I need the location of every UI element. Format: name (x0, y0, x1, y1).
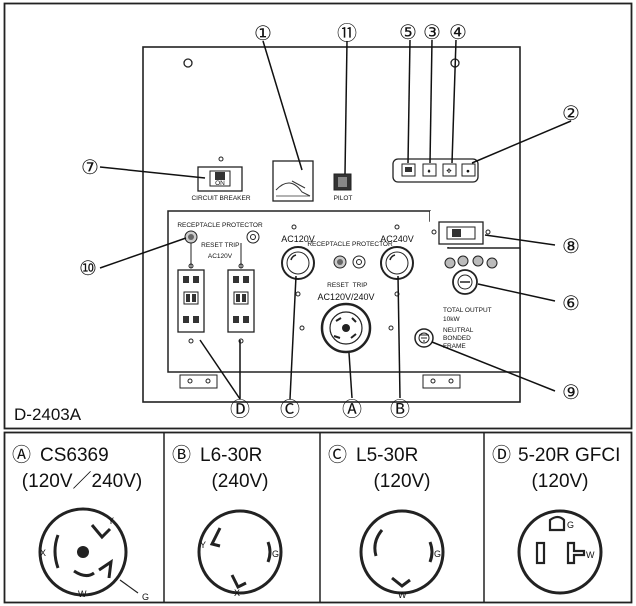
mounting-hole (183, 58, 193, 68)
svg-text:✥: ✥ (446, 167, 452, 175)
legend-d-model: 5-20R GFCI (518, 445, 620, 466)
total-output-breaker[interactable] (431, 221, 491, 245)
left-reset-label: RESET (201, 242, 223, 249)
panel-tab-left (179, 374, 218, 389)
legend-c-pin-w: W (398, 590, 407, 600)
cs6369-receptacle[interactable]: AC120V/240V (299, 292, 394, 354)
svg-text:♦: ♦ (427, 168, 431, 175)
left-ac120v-label: AC120V (208, 253, 233, 260)
l6-30r-receptacle[interactable]: AC240V (380, 224, 414, 297)
pilot-lamp: PILOT (333, 173, 353, 202)
svg-text:●: ● (466, 168, 470, 175)
callout-10: ⑩ (79, 258, 97, 280)
legend-c-pin-g: G (434, 549, 441, 559)
circuit-breaker[interactable]: ON CIRCUIT BREAKER (191, 156, 251, 202)
callout-a: Ⓐ (342, 398, 362, 421)
total-output-value: 10kW (443, 316, 460, 323)
legend-d-pin-w: W (586, 550, 595, 560)
callout-d: Ⓓ (230, 398, 250, 421)
generator-panel: ON CIRCUIT BREAKER PILOT ♦ ✥ ● (142, 46, 521, 403)
callout-1: ① (254, 23, 272, 45)
legend-b-pin-g: G (272, 549, 279, 559)
legend-d: Ⓓ 5-20R GFCI (120V) G W (492, 444, 620, 595)
callout-6: ⑥ (562, 293, 580, 315)
gfci-receptacle-2[interactable] (227, 243, 255, 344)
left-receptacle-protector[interactable]: RECEPTACLE PROTECTOR RESET TRIP AC120V (177, 222, 263, 260)
legend-c-model: L5-30R (356, 445, 418, 466)
upper-frame (3, 2, 633, 430)
circuit-breaker-label: CIRCUIT BREAKER (191, 195, 250, 202)
legend-b-model: L6-30R (200, 445, 262, 466)
legend-d-pin-g: G (567, 520, 574, 530)
legend-a-voltage: (120V／240V) (22, 470, 142, 492)
callout-4: ④ (449, 22, 467, 44)
center-reset-label: RESET (327, 282, 349, 289)
legend-a-letter: Ⓐ (12, 444, 31, 466)
panel-tab-right (422, 374, 461, 389)
legend-d-letter: Ⓓ (492, 444, 511, 466)
legend-c-voltage: (120V) (373, 471, 430, 492)
ac240v-label: AC240V (380, 234, 414, 244)
legend-a-pin-g: G (142, 592, 149, 602)
legend-a-pin-y: Y (108, 516, 114, 526)
left-trip-label: TRIP (225, 242, 240, 249)
frame-label: FRAME (443, 343, 466, 350)
callout-c: Ⓒ (280, 398, 300, 421)
lower-frame (3, 431, 633, 604)
ac120v240v-label: AC120V/240V (317, 292, 374, 302)
legend-b-voltage: (240V) (211, 471, 268, 492)
ac120v-label: AC120V (281, 234, 315, 244)
indicator-window (272, 160, 314, 202)
left-protector-label: RECEPTACLE PROTECTOR (177, 222, 263, 229)
diagram-code: D-2403A (14, 405, 82, 424)
callout-8: ⑧ (562, 236, 580, 258)
legend-a: Ⓐ CS6369 (120V／240V) X Y W G (12, 444, 149, 602)
legend-b-pin-x: X (234, 588, 240, 598)
output-switch[interactable]: TOTAL OUTPUT 10kW NEUTRAL BONDED FRAME (443, 255, 498, 350)
legend-a-pin-x: X (40, 548, 46, 558)
center-receptacle-protector[interactable]: RECEPTACLE PROTECTOR RESET TRIP (307, 241, 393, 289)
center-trip-label: TRIP (353, 282, 368, 289)
callout-b: Ⓑ (390, 398, 410, 421)
legend-a-pin-w: W (78, 589, 87, 599)
callout-3: ③ (423, 22, 441, 44)
callout-7: ⑦ (81, 157, 99, 179)
legend-d-voltage: (120V) (531, 471, 588, 492)
total-output-label: TOTAL OUTPUT (443, 307, 492, 314)
legend-a-model: CS6369 (40, 445, 109, 466)
callout-5: ⑤ (399, 22, 417, 44)
callout-9: ⑨ (562, 382, 580, 404)
legend-b: Ⓑ L6-30R (240V) Y X G (172, 444, 283, 598)
ground-terminal[interactable] (414, 328, 434, 348)
pilot-label: PILOT (334, 195, 353, 202)
callout-2: ② (562, 103, 580, 125)
receptacle-legend: Ⓐ CS6369 (120V／240V) X Y W G Ⓑ L6-30R (2… (12, 433, 620, 602)
legend-c-letter: Ⓒ (328, 444, 347, 466)
l5-30r-receptacle[interactable]: AC120V (281, 224, 315, 297)
warning-lamps: ♦ ✥ ● (392, 158, 479, 183)
center-protector-label: RECEPTACLE PROTECTOR (307, 241, 393, 248)
legend-c: Ⓒ L5-30R (120V) W G (328, 444, 445, 600)
legend-b-pin-y: Y (200, 540, 206, 550)
leader-lines (99, 39, 572, 400)
legend-b-letter: Ⓑ (172, 444, 191, 466)
breaker-on-label: ON (215, 180, 225, 187)
gfci-receptacle-1[interactable] (177, 243, 205, 344)
neutral-label: NEUTRAL (443, 327, 474, 334)
callout-11: ⑪ (337, 22, 357, 45)
callout-labels: ① ② ③ ④ ⑤ ⑥ ⑦ ⑧ ⑨ ⑩ ⑪ Ⓐ Ⓑ Ⓒ Ⓓ D-2403A (14, 22, 580, 424)
bonded-label: BONDED (443, 335, 471, 342)
